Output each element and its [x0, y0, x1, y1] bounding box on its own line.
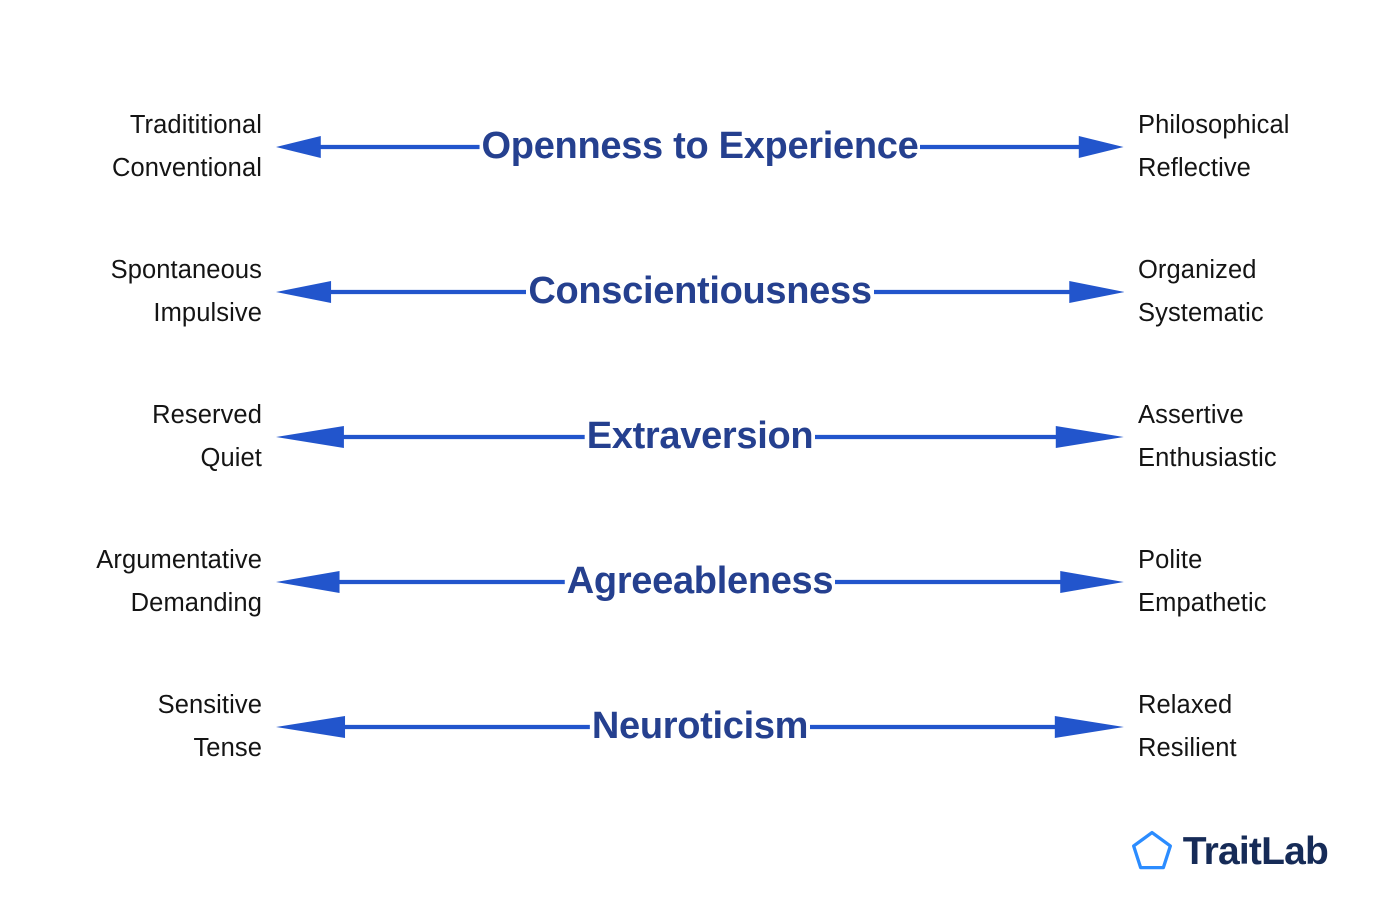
low-pole-labels: Sensitive Tense [0, 684, 262, 770]
traitlab-logo[interactable]: TraitLab [1130, 828, 1329, 873]
low-pole-label-line2: Quiet [200, 443, 262, 472]
high-pole-labels: Philosophical Reflective [1138, 104, 1400, 190]
trait-row: Argumentative Demanding Agreeableness [0, 509, 1400, 654]
trait-row: Tradititional Conventional Openness to E… [0, 74, 1400, 219]
low-pole-label-line1: Reserved [152, 400, 262, 429]
right-arrow-icon [835, 567, 1124, 597]
right-arrow-icon [810, 712, 1125, 742]
trait-name: Extraversion [586, 414, 814, 457]
logo-wordmark: TraitLab [1182, 829, 1329, 873]
low-pole-label-line2: Impulsive [153, 298, 262, 327]
left-arrow-icon [276, 132, 480, 162]
low-pole-labels: Argumentative Demanding [0, 539, 262, 625]
high-pole-label-line2: Reflective [1138, 153, 1251, 182]
low-pole-labels: Tradititional Conventional [0, 104, 262, 190]
left-arrow-icon [276, 422, 585, 452]
bipolar-scale: Extraversion [262, 364, 1138, 509]
low-pole-label-line2: Demanding [130, 588, 262, 617]
high-pole-labels: Polite Empathetic [1138, 539, 1400, 625]
bipolar-scale: Conscientiousness [262, 219, 1138, 364]
bipolar-scale: Agreeableness [262, 509, 1138, 654]
trait-row: Sensitive Tense Neuroticism [0, 654, 1400, 799]
bipolar-scale: Openness to Experience [262, 74, 1138, 219]
high-pole-label-line2: Systematic [1138, 298, 1264, 327]
bipolar-scale: Neuroticism [262, 654, 1138, 799]
pentagon-icon [1131, 830, 1172, 870]
trait-name: Conscientiousness [528, 269, 872, 312]
high-pole-label-line1: Assertive [1138, 400, 1244, 429]
low-pole-label-line1: Tradititional [129, 110, 262, 139]
low-pole-labels: Spontaneous Impulsive [0, 249, 262, 335]
high-pole-label-line1: Polite [1138, 545, 1203, 574]
high-pole-label-line2: Enthusiastic [1138, 443, 1277, 472]
high-pole-label-line1: Relaxed [1138, 690, 1233, 719]
high-pole-label-line2: Resilient [1138, 733, 1237, 762]
high-pole-label-line1: Organized [1138, 255, 1257, 284]
left-arrow-icon [276, 567, 565, 597]
left-arrow-icon [276, 712, 590, 742]
high-pole-labels: Relaxed Resilient [1138, 684, 1400, 770]
right-arrow-icon [874, 277, 1125, 307]
left-arrow-icon [276, 277, 526, 307]
trait-row: Reserved Quiet Extraversion [0, 364, 1400, 509]
low-pole-label-line1: Spontaneous [110, 255, 262, 284]
trait-name: Openness to Experience [481, 124, 919, 167]
low-pole-label-line2: Conventional [111, 153, 262, 182]
low-pole-label-line1: Argumentative [96, 545, 262, 574]
trait-name: Neuroticism [591, 704, 809, 747]
right-arrow-icon [920, 132, 1124, 162]
low-pole-labels: Reserved Quiet [0, 394, 262, 480]
trait-row: Spontaneous Impulsive Conscientiousness [0, 219, 1400, 364]
low-pole-label-line1: Sensitive [157, 690, 262, 719]
trait-name: Agreeableness [566, 559, 834, 602]
low-pole-label-line2: Tense [193, 733, 262, 762]
trait-scale-list: Tradititional Conventional Openness to E… [0, 74, 1400, 799]
high-pole-labels: Assertive Enthusiastic [1138, 394, 1400, 480]
right-arrow-icon [815, 422, 1125, 452]
high-pole-label-line1: Philosophical [1138, 110, 1290, 139]
high-pole-label-line2: Empathetic [1138, 588, 1267, 617]
high-pole-labels: Organized Systematic [1138, 249, 1400, 335]
